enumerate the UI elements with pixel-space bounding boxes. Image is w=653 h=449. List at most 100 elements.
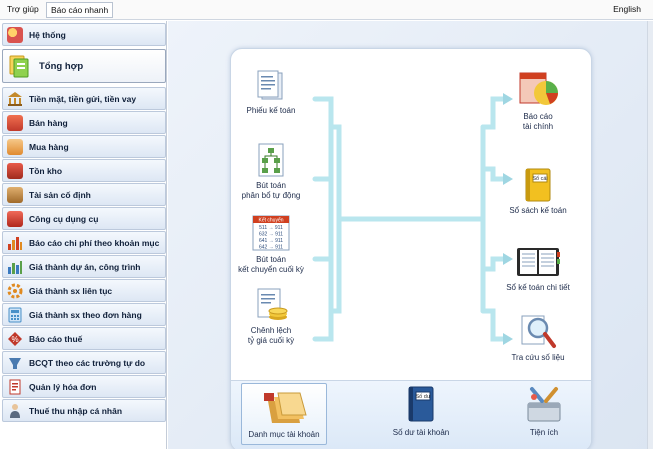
sidebar-item-label: Giá thành sx theo đơn hàng [29,309,142,320]
period-end-transfer-icon: Kết chuyển 511 → 911 632 → 911 641 → 911… [251,214,291,252]
custom-report-icon [7,355,23,371]
account-balance-icon: Số dư [403,385,439,425]
sidebar-item-label: Mua hàng [29,141,69,152]
purchase-icon [7,138,23,155]
menu-help[interactable]: Trợ giúp [7,4,39,14]
inventory-icon [7,162,23,179]
main-scrollbar[interactable] [647,21,653,449]
sidebar-item-tax-report[interactable]: % Báo cáo thuế [2,327,166,350]
summary-icon [7,53,33,79]
exchange-rate-label-text: Chênh lệch tỷ giá cuối kỳ [247,326,295,345]
transfer-row-4: 642 → 911 [259,245,283,251]
account-balance-node[interactable]: Số dư Số dư tài khoản [381,385,461,438]
period-end-transfer-label-text: Bút toán kết chuyển cuối kỳ [238,255,304,274]
account-list-label: Danh mục tài khoản [248,430,320,439]
invoice-icon [7,379,23,395]
sidebar-item-label: Báo cáo chi phí theo khoản mục [29,237,160,248]
accounting-books-label: Sổ sách kế toán [509,206,567,215]
financial-report-label-text: Báo cáo tài chính [522,112,554,131]
exchange-rate-label: Chênh lệch tỷ giá cuối kỳ [248,326,294,345]
sidebar-item-cash-bank[interactable]: Tiền mặt, tiền gửi, tiền vay [2,87,166,110]
sidebar-item-inventory[interactable]: Tồn kho [2,159,166,182]
financial-report-node[interactable]: Báo cáo tài chính [493,69,583,131]
balance-book-title: Số dư [416,394,431,400]
sidebar-item-fixed-assets[interactable]: Tài sản cố định [2,183,166,206]
sidebar-item-project-cost[interactable]: Giá thành dự án, công trình [2,255,166,278]
auto-allocation-node[interactable]: Bút toán phân bổ tự động [226,142,316,200]
sidebar-item-custom-report[interactable]: BCQT theo các trường tự do [2,351,166,374]
sidebar-item-sales[interactable]: Bán hàng [2,111,166,134]
sidebar-item-label: Báo cáo thuế [29,333,83,344]
sidebar-item-label: Tồn kho [29,165,63,176]
summary-diagram-panel: Phiếu kế toán Bút toán phân bổ tự động [230,48,592,449]
menu-bar: Trợ giúp Báo cáo nhanh English [0,0,653,20]
accounting-books-node[interactable]: Sổ cái Sổ sách kế toán [493,167,583,216]
account-list-node[interactable]: Danh mục tài khoản [241,383,327,445]
auto-allocation-label-text: Bút toán phân bổ tự động [241,181,301,200]
menu-quick-report[interactable]: Báo cáo nhanh [46,2,114,18]
svg-text:%: % [11,335,18,344]
sidebar-item-tools[interactable]: Công cụ dụng cụ [2,207,166,230]
detail-ledger-node[interactable]: Sổ kế toán chi tiết [493,244,583,293]
data-lookup-node[interactable]: Tra cứu số liệu [493,314,583,363]
tax-report-icon: % [7,331,23,347]
sidebar-item-order-cost[interactable]: Giá thành sx theo đơn hàng [2,303,166,326]
main-area: Phiếu kế toán Bút toán phân bổ tự động [168,21,653,449]
sidebar-item-purchase[interactable]: Mua hàng [2,135,166,158]
period-end-transfer-node[interactable]: Kết chuyển 511 → 911 632 → 911 641 → 911… [226,214,316,274]
sidebar-item-label: Thuế thu nhập cá nhân [29,405,123,416]
sidebar-item-invoice[interactable]: Quản lý hóa đơn [2,375,166,398]
detail-ledger-icon [515,244,561,280]
sidebar-item-label: Giá thành dự án, công trình [29,261,141,272]
period-end-transfer-label: Bút toán kết chuyển cuối kỳ [238,255,304,274]
accounting-books-icon: Sổ cái [520,167,556,203]
transfer-row-3: 641 → 911 [259,238,283,244]
voucher-node[interactable]: Phiếu kế toán [226,69,316,116]
system-icon [7,26,23,43]
voucher-label: Phiếu kế toán [246,106,296,115]
sidebar-item-label: Bán hàng [29,117,68,128]
transfer-row-1: 511 → 911 [259,225,283,231]
data-lookup-icon [518,314,558,350]
detail-ledger-label: Sổ kế toán chi tiết [506,283,570,292]
data-lookup-label: Tra cứu số liệu [511,353,565,362]
transfer-row-2: 632 → 911 [259,232,283,238]
account-balance-label: Số dư tài khoản [392,428,450,437]
bank-icon [7,91,23,107]
sidebar-item-summary[interactable]: Tổng hợp [2,49,166,83]
sales-icon [7,114,23,131]
sidebar-item-system[interactable]: Hệ thống [2,23,166,46]
sidebar-item-cost-report[interactable]: Báo cáo chi phí theo khoản mục [2,231,166,254]
continuous-cost-icon [7,283,23,299]
sidebar-item-personal-tax[interactable]: Thuế thu nhập cá nhân [2,399,166,422]
voucher-icon [254,69,288,103]
account-list-icon [260,387,308,427]
auto-allocation-label: Bút toán phân bổ tự động [242,181,301,200]
ledger-book-title: Sổ cái [532,175,547,182]
sidebar-item-label: Tổng hợp [39,60,84,72]
exchange-rate-icon [253,287,289,323]
utilities-icon [522,385,566,425]
sidebar-item-label: Quản lý hóa đơn [29,381,97,392]
sidebar-item-label: Tài sản cố định [29,189,91,200]
tools-icon [7,210,23,227]
sidebar-item-label: Công cụ dụng cụ [29,213,99,224]
language-switch[interactable]: English [613,4,641,14]
financial-report-icon [516,69,560,109]
utilities-label: Tiện ích [529,428,559,437]
cost-report-icon [7,235,23,251]
sidebar-item-continuous-cost[interactable]: Giá thành sx liên tục [2,279,166,302]
utilities-node[interactable]: Tiện ích [509,385,579,438]
project-cost-icon [7,259,23,275]
sidebar-item-label: Hệ thống [29,29,66,40]
sidebar-item-label: BCQT theo các trường tự do [29,357,146,368]
flow-connectors [312,93,513,345]
bottom-shortcut-strip: Danh mục tài khoản Số dư Số dư tài khoản [231,380,591,449]
sidebar-item-label: Giá thành sx liên tục [29,285,113,296]
financial-report-label: Báo cáo tài chính [523,112,553,131]
fixed-asset-icon [7,186,23,203]
auto-allocation-icon [254,142,288,178]
exchange-rate-node[interactable]: Chênh lệch tỷ giá cuối kỳ [226,287,316,345]
personal-tax-icon [7,403,23,419]
order-cost-icon [7,307,23,323]
